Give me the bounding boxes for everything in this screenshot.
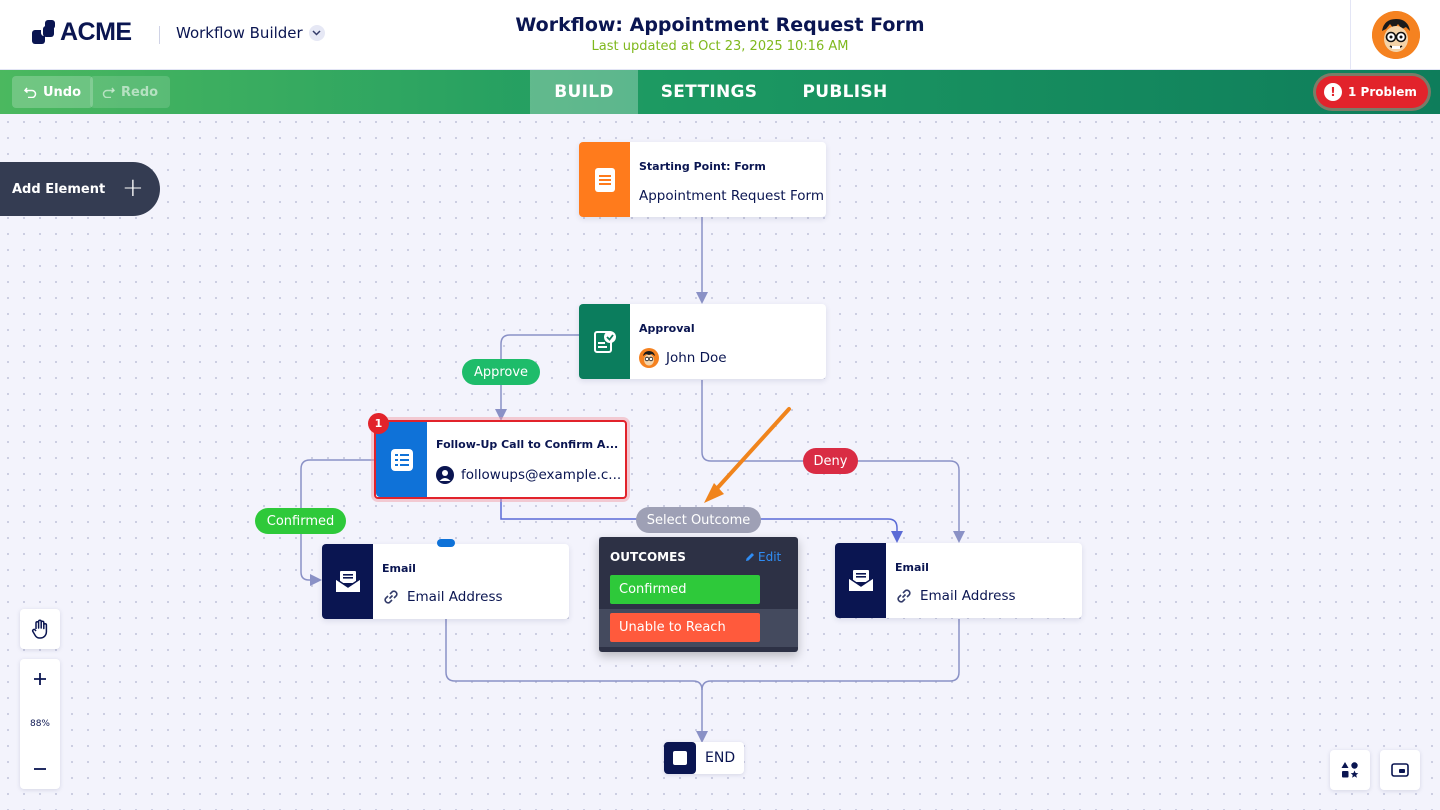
node-approval[interactable]: Approval John Doe — [579, 304, 826, 379]
pan-tool-button[interactable] — [20, 609, 60, 649]
outcome-unable-to-reach[interactable]: Unable to Reach — [610, 613, 760, 642]
outcomes-popover: OUTCOMES Edit Confirmed Unable to Reach — [599, 537, 798, 652]
task-list-icon — [376, 422, 427, 497]
node-subtitle: Email Address — [407, 589, 503, 605]
builder-toolbar: Undo Redo BUILD SETTINGS PUBLISH ! 1 Pro… — [0, 70, 1440, 114]
shapes-icon — [1341, 762, 1359, 778]
undo-icon — [24, 87, 37, 98]
form-icon — [579, 142, 630, 217]
end-label: END — [705, 750, 736, 766]
zoom-level: 88% — [29, 719, 50, 729]
edit-label: Edit — [758, 550, 782, 564]
node-title: Starting Point: Form — [639, 160, 766, 173]
email-icon — [322, 544, 373, 619]
node-starting-form[interactable]: Starting Point: Form Appointment Request… — [579, 142, 826, 217]
link-icon — [384, 590, 398, 604]
node-subtitle: followups@example.c... — [461, 467, 622, 483]
node-title: Email — [895, 561, 929, 574]
pencil-icon — [746, 553, 754, 561]
apps-button[interactable] — [1330, 750, 1370, 790]
node-email-right[interactable]: Email Email Address — [835, 543, 1082, 618]
alert-icon: ! — [1324, 83, 1342, 101]
node-subtitle: Appointment Request Form — [639, 188, 824, 204]
plus-icon — [34, 673, 46, 685]
logo-text: ACME — [60, 18, 132, 46]
minimap-icon — [1391, 763, 1409, 777]
approval-icon — [579, 304, 630, 379]
node-email-left[interactable]: Email Email Address — [322, 544, 569, 619]
tab-settings[interactable]: SETTINGS — [660, 82, 758, 102]
zoom-out-button[interactable] — [20, 749, 60, 789]
tab-build[interactable]: BUILD — [530, 70, 638, 114]
undo-button[interactable]: Undo — [12, 76, 94, 108]
header-divider-right — [1350, 0, 1351, 70]
page-title: Workflow: Appointment Request Form — [515, 14, 925, 36]
select-outcome-label[interactable]: Select Outcome — [636, 507, 761, 533]
stop-icon — [664, 742, 696, 774]
redo-label: Redo — [121, 84, 159, 100]
workflow-canvas[interactable] — [0, 114, 1440, 810]
assignee-avatar — [639, 348, 659, 368]
header-divider — [159, 26, 160, 44]
end-node[interactable]: END — [664, 742, 745, 774]
undo-label: Undo — [43, 84, 82, 100]
redo-icon — [102, 87, 115, 98]
outcomes-heading: OUTCOMES — [610, 550, 686, 564]
user-icon — [436, 466, 454, 484]
app-header: ACME Workflow Builder Workflow: Appointm… — [0, 0, 1440, 70]
add-element-label: Add Element — [12, 181, 106, 197]
outcomes-edit-button[interactable]: Edit — [745, 550, 781, 564]
app-switcher[interactable]: Workflow Builder — [176, 24, 325, 42]
node-title: Approval — [639, 322, 695, 335]
outcome-confirmed[interactable]: Confirmed — [610, 575, 760, 604]
deny-branch-label[interactable]: Deny — [803, 448, 858, 474]
plus-icon: + — [122, 173, 144, 203]
node-subtitle: Email Address — [920, 588, 1016, 604]
node-subtitle: John Doe — [666, 350, 727, 366]
node-followup-call[interactable]: Follow-Up Call to Confirm A... followups… — [374, 420, 627, 499]
confirmed-branch-label[interactable]: Confirmed — [255, 508, 346, 534]
app-name: Workflow Builder — [176, 24, 303, 42]
email-icon — [835, 543, 886, 618]
user-avatar[interactable] — [1372, 11, 1420, 59]
chevron-down-icon — [308, 25, 325, 41]
node-title: Follow-Up Call to Confirm A... — [436, 438, 619, 451]
acme-logo[interactable]: ACME — [32, 18, 132, 47]
hand-icon — [31, 619, 48, 639]
acme-logo-icon — [32, 19, 56, 46]
problems-button[interactable]: ! 1 Problem — [1316, 76, 1428, 108]
last-updated: Last updated at Oct 23, 2025 10:16 AM — [591, 39, 849, 54]
approve-branch-label[interactable]: Approve — [462, 359, 540, 385]
minimap-button[interactable] — [1380, 750, 1420, 790]
add-element-button[interactable]: Add Element + — [0, 162, 160, 216]
problems-label: 1 Problem — [1348, 85, 1417, 99]
zoom-in-button[interactable] — [20, 659, 60, 699]
link-icon — [897, 589, 911, 603]
node-title: Email — [382, 562, 416, 575]
drop-indicator — [437, 539, 455, 547]
zoom-controls: 88% — [20, 659, 60, 789]
tab-publish[interactable]: PUBLISH — [802, 82, 888, 102]
minus-icon — [34, 768, 46, 770]
redo-button[interactable]: Redo — [90, 76, 171, 108]
problem-badge: 1 — [368, 413, 389, 434]
